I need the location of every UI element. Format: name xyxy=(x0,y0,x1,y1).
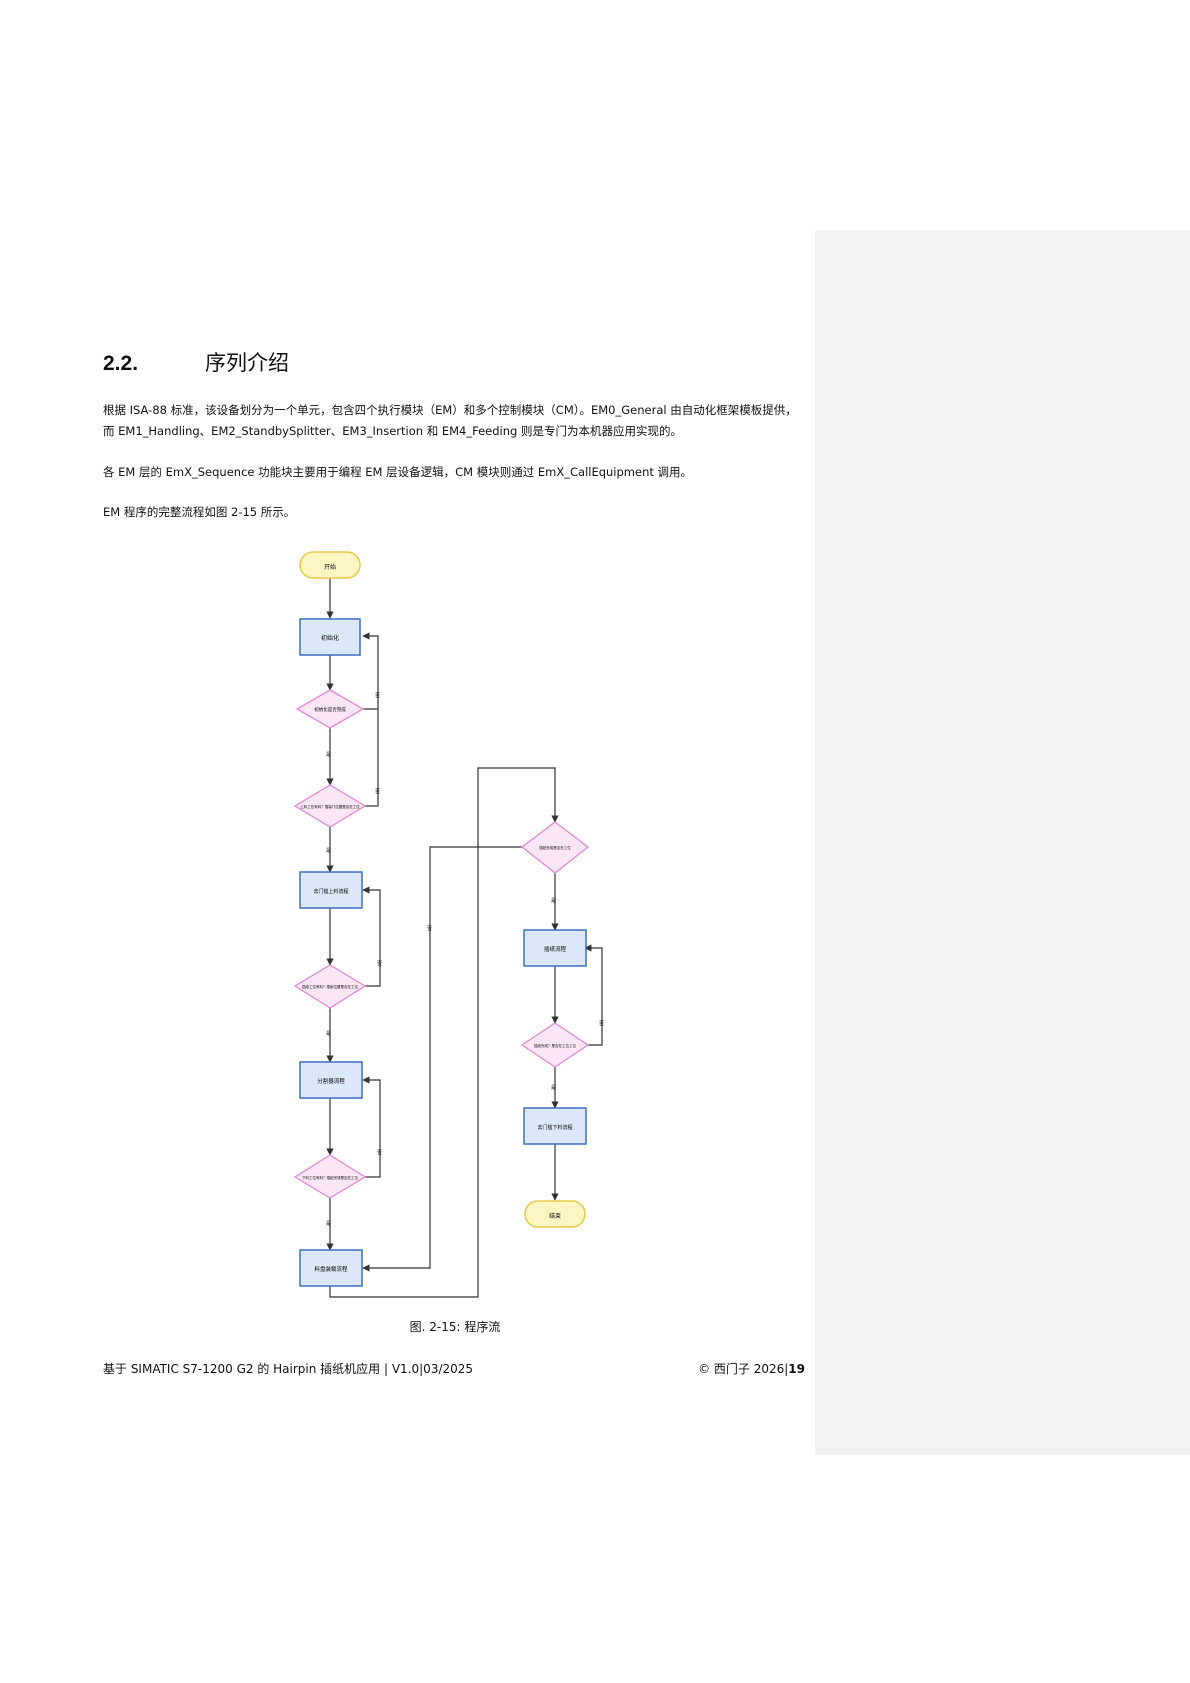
label-yes-5: 是 xyxy=(551,898,556,904)
paragraph-sequence: 各 EM 层的 EmX_Sequence 功能块主要用于编程 EM 层设备逻辑，… xyxy=(103,465,693,479)
node-init-done-label: 初始化是否完成 xyxy=(314,706,346,713)
edge-loop-check1 xyxy=(365,709,379,807)
edge-loop-split xyxy=(362,1076,381,1178)
node-insert-step-label: 插纸流程 xyxy=(544,945,567,953)
figure-caption: 图. 2-15: 程序流 xyxy=(409,1320,501,1334)
node-check3-label: 下料工位有料？插纸完成是否在工位 xyxy=(302,1175,358,1180)
node-check1 xyxy=(293,784,367,828)
edge-loop-insert xyxy=(584,944,603,1046)
node-check3 xyxy=(293,1154,367,1199)
node-init xyxy=(299,618,361,656)
label-no-1: 否 xyxy=(375,693,380,699)
node-check2-label: 插纸工位有料？插纸位置是否在工位 xyxy=(302,984,358,989)
page-number: 19 xyxy=(788,1362,805,1376)
label-no-5: 否 xyxy=(427,926,432,932)
label-no-2: 否 xyxy=(375,789,380,795)
node-start-label: 开始 xyxy=(324,563,336,571)
paragraph-intro: 根据 ISA-88 标准，该设备划分为一个单元，包含四个执行模块（EM）和多个控… xyxy=(103,403,797,438)
edge-load-to-check4 xyxy=(329,767,559,1298)
section-heading: 2.2. 序列介绍 xyxy=(103,347,289,379)
label-no-3: 否 xyxy=(377,961,382,967)
label-yes-4: 是 xyxy=(326,1221,331,1227)
label-yes-6: 是 xyxy=(551,1085,556,1091)
paragraph-figure-ref: EM 程序的完整流程如图 2-15 所示。 xyxy=(103,505,296,519)
node-load-step xyxy=(299,1249,363,1287)
node-unload-step xyxy=(523,1107,587,1145)
label-no-4: 否 xyxy=(377,1150,382,1156)
node-insert-step xyxy=(523,929,587,967)
edge-loop-feed xyxy=(362,886,381,987)
label-yes-1: 是 xyxy=(326,752,331,758)
node-split-step-label: 分割器流程 xyxy=(317,1077,345,1085)
node-unload-step-label: 去门槛下料流程 xyxy=(537,1124,572,1131)
node-check5 xyxy=(520,1022,590,1068)
section-title: 序列介绍 xyxy=(205,351,289,375)
program-flowchart: 开始 初始化 初始化是否完成 上料工位有料？插装门位置是否在工位 去门槛上料流程… xyxy=(293,551,604,1298)
node-init-done xyxy=(295,689,365,729)
footer-document-title: 基于 SIMATIC S7-1200 G2 的 Hairpin 插纸机应用 | … xyxy=(103,1362,474,1376)
label-no-6: 否 xyxy=(599,1021,604,1027)
node-check1-label: 上料工位有料？插装门位置是否在工位 xyxy=(300,804,360,809)
label-yes-2: 是 xyxy=(326,848,331,854)
edge-check4-no xyxy=(362,846,522,1272)
label-yes-3: 是 xyxy=(326,1031,331,1037)
footer-copyright: © 西门子 2026|19 xyxy=(698,1360,805,1377)
edge-loop-init xyxy=(362,632,379,710)
node-check5-label: 插纸完成？是否在工位工位 xyxy=(534,1043,576,1048)
comment-pane xyxy=(815,230,1190,1455)
section-number: 2.2. xyxy=(103,352,139,375)
node-feed-step xyxy=(299,871,363,909)
node-feed-step-label: 去门槛上料流程 xyxy=(313,888,348,895)
node-start xyxy=(299,551,361,579)
node-check2 xyxy=(293,964,367,1009)
node-init-label: 初始化 xyxy=(321,634,339,642)
node-load-step-label: 料盘装载流程 xyxy=(314,1265,348,1273)
node-check4-label: 插纸完成是否在工位 xyxy=(539,845,571,850)
node-check4 xyxy=(520,821,590,874)
node-end xyxy=(524,1200,586,1228)
node-end-label: 结束 xyxy=(549,1212,561,1220)
node-split-step xyxy=(299,1061,363,1099)
footer-copyright-text: © 西门子 2026| xyxy=(698,1362,789,1376)
